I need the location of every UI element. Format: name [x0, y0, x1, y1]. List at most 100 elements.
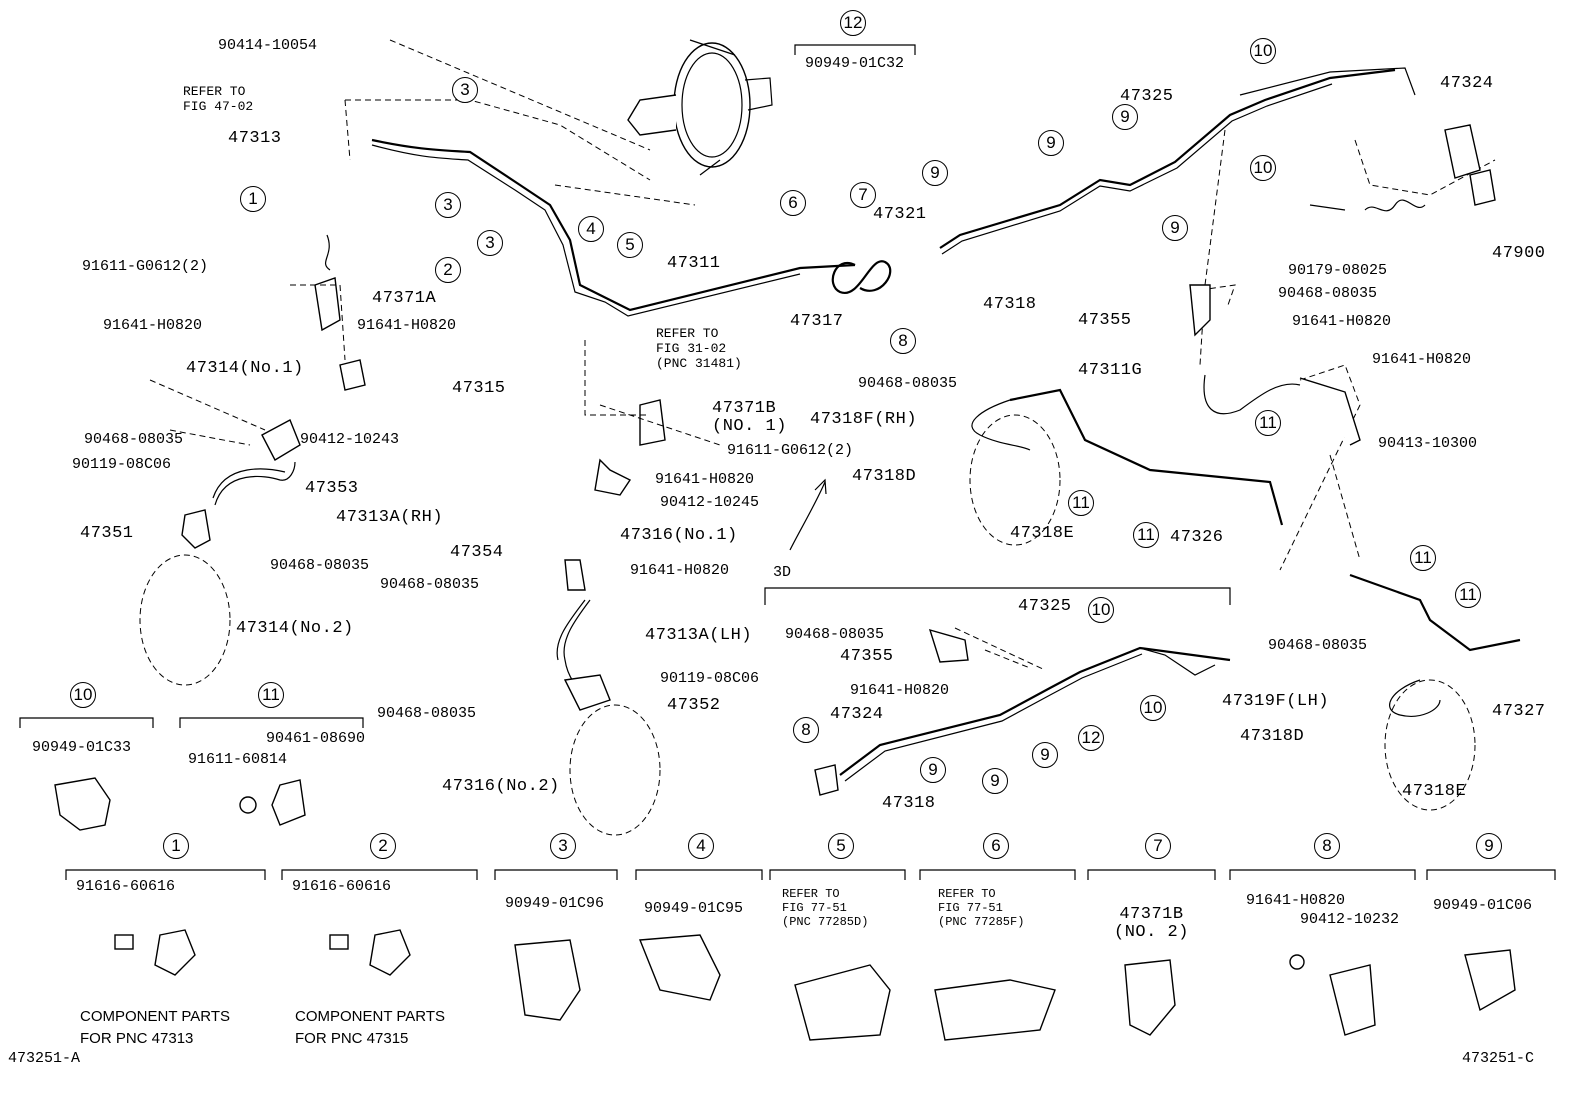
callout-1: 1 — [240, 186, 266, 212]
part-label: 90412-10243 — [300, 431, 400, 448]
part-label: 47317 — [790, 312, 844, 331]
part-label: 90414-10054 — [218, 37, 318, 54]
view-arrow — [789, 478, 827, 551]
part-label: 47371B (NO. 1) — [712, 399, 787, 436]
callout-3: 3 — [477, 230, 503, 256]
part-label: 90949-01C33 — [32, 739, 132, 756]
part-label: 90949-01C32 — [805, 55, 905, 72]
part-label: 47311 — [667, 254, 721, 273]
dashed-leaders — [139, 39, 1496, 836]
part-label: 91641-H0820 — [103, 317, 203, 334]
inset-callout-6: 6 — [983, 833, 1009, 859]
part-label: 47900 — [1492, 244, 1546, 263]
callout-12: 12 — [840, 10, 866, 36]
part-label: 47314(No.2) — [236, 619, 354, 638]
part-label: 90468-08035 — [377, 705, 477, 722]
part-label: 91641-H0820 — [655, 471, 755, 488]
part-label: 47355 — [840, 647, 894, 666]
part-label: 91616-60616 — [292, 878, 392, 895]
part-label: 90468-08035 — [380, 576, 480, 593]
callout-10: 10 — [1088, 597, 1114, 623]
part-label: 47324 — [830, 705, 884, 724]
brake-booster — [627, 39, 773, 176]
part-label: 47318E — [1402, 782, 1467, 801]
part-label: 47318 — [983, 295, 1037, 314]
part-label: 90949-01C96 — [505, 895, 605, 912]
inset-callout-8: 8 — [1314, 833, 1340, 859]
callout-11: 11 — [1410, 545, 1436, 571]
part-label: 91641-H0820 — [1372, 351, 1472, 368]
part-label: 47315 — [452, 379, 506, 398]
callout-10: 10 — [1250, 38, 1276, 64]
part-label: 91641-H0820 — [850, 682, 950, 699]
inset-callout-2: 2 — [370, 833, 396, 859]
callout-8: 8 — [793, 717, 819, 743]
callout-5: 5 — [617, 232, 643, 258]
inset-callout-9: 9 — [1476, 833, 1502, 859]
part-label: 90468-08035 — [84, 431, 184, 448]
callout-10: 10 — [1140, 695, 1166, 721]
part-label: 47316(No.2) — [442, 777, 560, 796]
inset-parts — [54, 777, 1516, 1041]
part-label: 47311G — [1078, 361, 1143, 380]
part-label: 91611-G0612(2) — [82, 258, 209, 275]
part-label: 90119-08C06 — [660, 670, 760, 687]
3d-subview — [764, 587, 1231, 796]
callout-11: 11 — [1133, 522, 1159, 548]
component-caption: COMPONENT PARTS FOR PNC 47315 — [295, 1008, 446, 1047]
part-label: 47325 — [1120, 87, 1174, 106]
callout-9: 9 — [1112, 104, 1138, 130]
part-label: 90949-01C06 — [1433, 897, 1533, 914]
refer-note: REFER TO FIG 47-02 — [183, 84, 254, 114]
part-label: 47318F(RH) — [810, 410, 918, 429]
inset-callout-5: 5 — [828, 833, 854, 859]
refer-note: REFER TO FIG 31-02 (PNC 31481) — [656, 326, 742, 371]
part-label: 47371A — [372, 289, 437, 308]
refer-note: REFER TO FIG 77-51 (PNC 77285F) — [938, 887, 1025, 929]
callout-3: 3 — [435, 192, 461, 218]
view-3d-label: 3D — [773, 564, 792, 581]
part-label: 47319F(LH) — [1222, 692, 1330, 711]
part-label: 91616-60616 — [76, 878, 176, 895]
part-label: 90468-08035 — [858, 375, 958, 392]
callout-9: 9 — [1038, 130, 1064, 156]
part-label: 47327 — [1492, 702, 1546, 721]
callout-2: 2 — [435, 257, 461, 283]
part-label: 91641-H0820 — [1246, 892, 1346, 909]
part-label: 90179-08025 — [1288, 262, 1388, 279]
part-label: 47313 — [228, 129, 282, 148]
part-label: 47318D — [1240, 727, 1305, 746]
part-label: 47326 — [1170, 528, 1224, 547]
inset-frames — [19, 44, 1556, 880]
part-label: 91641-H0820 — [357, 317, 457, 334]
callout-8: 8 — [890, 328, 916, 354]
part-label: 47352 — [667, 696, 721, 715]
part-label: 47313A(LH) — [645, 626, 753, 645]
inset-callout-4: 4 — [688, 833, 714, 859]
inset-callout-10: 10 — [70, 682, 96, 708]
callout-9: 9 — [1032, 742, 1058, 768]
rear-fittings — [1189, 124, 1496, 446]
callout-11: 11 — [1255, 410, 1281, 436]
part-label: 47371B (NO. 2) — [1114, 905, 1189, 942]
part-label: 90119-08C06 — [72, 456, 172, 473]
part-label: 47353 — [305, 479, 359, 498]
callout-11: 11 — [1068, 490, 1094, 516]
part-label: 47351 — [80, 524, 134, 543]
part-label: 90468-08035 — [785, 626, 885, 643]
part-label: 91641-H0820 — [630, 562, 730, 579]
front-right-hose — [181, 234, 366, 549]
callout-9: 9 — [920, 757, 946, 783]
front-left-hose — [556, 399, 666, 711]
part-label: 90468-08035 — [270, 557, 370, 574]
part-label: 47324 — [1440, 74, 1494, 93]
part-label: 90468-08035 — [1278, 285, 1378, 302]
part-label: 90461-08690 — [266, 730, 366, 747]
callout-7: 7 — [850, 182, 876, 208]
diagram-code-right: 473251-C — [1462, 1050, 1535, 1067]
part-label: 47316(No.1) — [620, 526, 738, 545]
callout-3: 3 — [452, 77, 478, 103]
part-label: 47355 — [1078, 311, 1132, 330]
part-label: 47321 — [873, 205, 927, 224]
